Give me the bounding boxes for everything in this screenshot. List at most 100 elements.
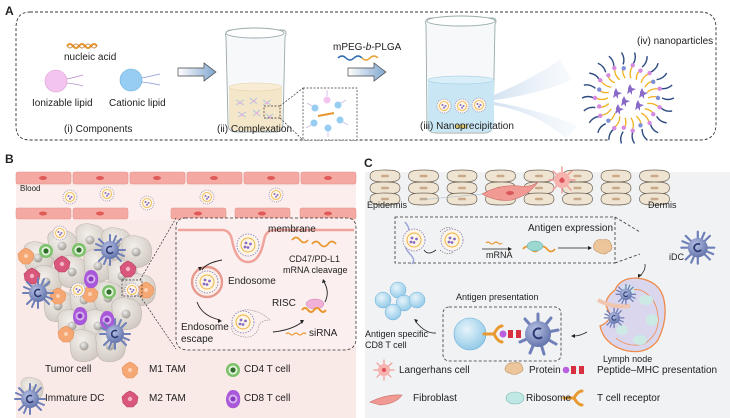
legend-b-immature-dc: Immature DC bbox=[45, 393, 105, 404]
np-corona-unit bbox=[581, 95, 609, 101]
np-corona-unit bbox=[630, 117, 636, 144]
arrow-a2 bbox=[347, 62, 387, 82]
np-corona-unit bbox=[629, 52, 636, 79]
legend-b-m1-tam: M1 TAM bbox=[149, 364, 186, 375]
skin-cell bbox=[408, 192, 439, 206]
panel-b-letter: B bbox=[5, 152, 14, 166]
legend-b-cd8: CD8 T cell bbox=[244, 393, 291, 404]
label-polymer: mPEG-b-PLGA bbox=[333, 42, 402, 53]
langerhans-cell-glyph bbox=[548, 166, 576, 194]
label-endosome-escape-1: Endosome bbox=[181, 322, 229, 333]
skin-cell bbox=[600, 192, 632, 206]
legend-c-protein: Protein bbox=[529, 365, 561, 376]
skin-cell bbox=[600, 169, 632, 183]
label-antigen-expression: Antigen expression bbox=[528, 223, 614, 234]
label-cationic-lipid: Cationic lipid bbox=[109, 98, 166, 109]
skin-cell bbox=[446, 181, 478, 195]
skin-cell bbox=[639, 181, 670, 195]
np-corona-unit bbox=[635, 115, 648, 141]
panel-a-border bbox=[15, 11, 717, 141]
np-corona-unit bbox=[583, 84, 609, 94]
legend-b-cd4: CD4 T cell bbox=[244, 364, 291, 375]
protein-in-box bbox=[593, 239, 613, 255]
label-antigen-specific-1: Antigen specific bbox=[365, 329, 429, 339]
legend-c-ribosome: Ribosome bbox=[526, 393, 572, 404]
np-corona-unit bbox=[597, 62, 616, 84]
np-corona-unit bbox=[647, 95, 675, 101]
panel-c-letter: C bbox=[364, 156, 373, 170]
skin-cell bbox=[639, 169, 670, 183]
np-corona-unit bbox=[646, 84, 673, 93]
np-corona-unit bbox=[620, 52, 626, 79]
label-complexation: (ii) Complexation bbox=[217, 124, 293, 135]
np-corona-unit bbox=[644, 72, 668, 88]
nucleic-acid-glyph bbox=[66, 43, 98, 49]
cd8-t-cell-cluster bbox=[374, 281, 426, 321]
np-corona-unit bbox=[640, 63, 659, 84]
label-epidermis: Epidermis bbox=[367, 200, 408, 210]
nanoparticle-iv bbox=[581, 52, 675, 144]
label-membrane: membrane bbox=[268, 224, 316, 235]
ribosome-in-box bbox=[526, 240, 544, 252]
cell-zoom-box bbox=[175, 217, 357, 351]
label-blood: Blood bbox=[20, 184, 41, 193]
skin-cell bbox=[369, 169, 401, 183]
np-corona-unit bbox=[597, 112, 616, 133]
cationic-lipid-glyph bbox=[119, 68, 143, 92]
np-corona-unit bbox=[608, 55, 621, 81]
label-endosome-escape-2: escape bbox=[181, 334, 214, 345]
skin-cell bbox=[369, 181, 401, 195]
skin-cell bbox=[485, 169, 516, 183]
np-corona-unit bbox=[647, 102, 673, 112]
legend-c-peptide-mhc: Peptide–MHC presentation bbox=[597, 365, 718, 376]
label-antigen-presentation: Antigen presentation bbox=[456, 292, 539, 302]
sirna-glyph bbox=[285, 332, 307, 336]
np-corona-unit bbox=[640, 112, 659, 134]
antigen-presentation-box bbox=[442, 306, 562, 362]
lymph-node-glyph bbox=[597, 277, 666, 353]
np-corona-unit bbox=[608, 116, 621, 140]
skin-cell bbox=[408, 181, 439, 195]
beaker-nanoprecipitation bbox=[425, 15, 497, 134]
np-corona-unit bbox=[583, 103, 610, 112]
risc-glyph bbox=[305, 298, 325, 310]
skin-cell bbox=[446, 169, 478, 183]
t-cell-glyph bbox=[453, 317, 487, 351]
blood-vessel-bottom bbox=[15, 207, 357, 220]
legend-c-langerhans: Langerhans cell bbox=[399, 365, 470, 376]
legend-b-m2-tam: M2 TAM bbox=[149, 393, 186, 404]
np-corona-unit bbox=[620, 117, 627, 144]
arrow-a1 bbox=[177, 62, 217, 82]
tumor-cluster bbox=[17, 223, 157, 363]
mature-dc-glyph bbox=[518, 312, 560, 356]
beaker-complexation bbox=[225, 27, 287, 133]
legend-b-tumor-cell: Tumor cell bbox=[45, 364, 92, 375]
legend-c-fibroblast: Fibroblast bbox=[413, 393, 457, 404]
label-ionizable-lipid: Ionizable lipid bbox=[32, 98, 93, 109]
legend-c-icons bbox=[369, 359, 584, 407]
label-nucleic-acid: nucleic acid bbox=[64, 52, 117, 63]
legend-c-tcr: T cell receptor bbox=[597, 393, 661, 404]
mrna-fragments bbox=[291, 236, 337, 248]
label-sirna: siRNA bbox=[309, 328, 338, 339]
cell-membrane bbox=[178, 228, 354, 264]
label-idc: iDC bbox=[669, 252, 684, 262]
label-mrna: mRNA bbox=[486, 250, 513, 260]
np-corona-unit bbox=[644, 108, 667, 124]
label-lymph-node: Lymph node bbox=[603, 354, 653, 364]
skin-cell bbox=[600, 181, 632, 195]
label-nanoprecipitation: (iii) Nanoprecipitation bbox=[420, 121, 514, 132]
np-corona-unit bbox=[588, 108, 612, 124]
label-nanoparticles: (iv) nanoparticles bbox=[637, 36, 714, 47]
ionizable-lipid-glyph bbox=[44, 69, 68, 93]
skin-cell bbox=[408, 169, 439, 183]
label-endosome: Endosome bbox=[228, 276, 276, 287]
label-antigen-specific-2: CD8 T cell bbox=[365, 340, 407, 350]
label-dermis: Dermis bbox=[648, 200, 677, 210]
label-mrna-cleavage: mRNA cleavage bbox=[283, 265, 348, 275]
label-cd47: CD47/PD-L1 bbox=[289, 254, 341, 264]
np-corona-unit bbox=[635, 56, 648, 80]
np-corona-unit bbox=[589, 72, 612, 88]
panel-c-background bbox=[365, 172, 730, 418]
